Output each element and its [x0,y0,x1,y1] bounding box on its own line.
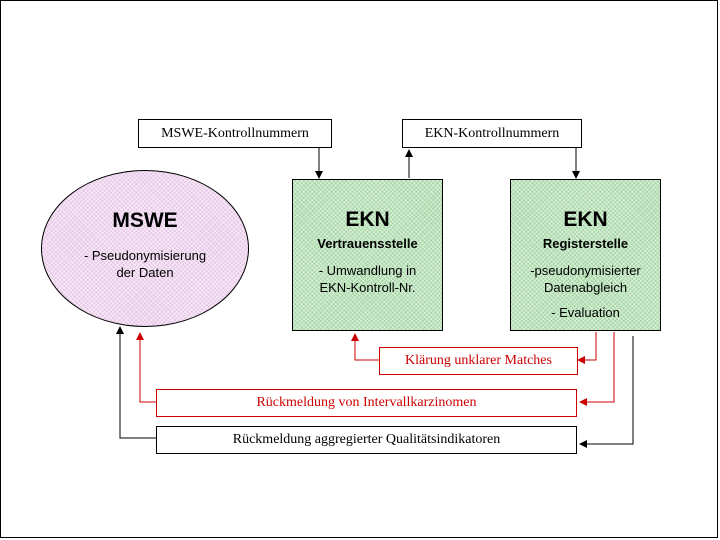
registerstelle-subtitle: Registerstelle [542,236,629,251]
vertrauensstelle-line-1: - Umwandlung in [318,263,417,278]
klaerung-box: Klärung unklarer Matches [379,347,578,375]
registerstelle-line-2: Datenabgleich [543,280,628,295]
arrow-intervallkarzinome [579,332,615,406]
ekn-kontrollnummern-box: EKN-Kontrollnummern [402,119,582,148]
klaerung-label: Klärung unklarer Matches [405,353,552,368]
mswe-kontrollnummern-label: MSWE-Kontrollnummern [161,125,309,141]
vertrauensstelle-subtitle: Vertrauensstelle [317,236,418,251]
arrow-intervallkarzinome-to-mswe [136,332,156,403]
ekn-registerstelle-node: EKN Registerstelle -pseudonymisierter Da… [510,179,661,331]
registerstelle-line-1: -pseudonymisierter [530,263,641,278]
registerstelle-line-3: - Evaluation [551,305,620,320]
registerstelle-title: EKN [563,208,608,231]
vertrauensstelle-line-2: EKN-Kontroll-Nr. [319,280,416,295]
qualitaetsindikatoren-label: Rückmeldung aggregierter Qualitätsindika… [232,432,501,447]
vertrauensstelle-title: EKN [345,208,390,231]
arrow-klaerung [577,332,597,364]
mswe-line-2: der Daten [116,265,174,280]
mswe-node: MSWE - Pseudonymisierung der Daten [41,170,249,327]
intervallkarzinome-label: Rückmeldung von Intervallkarzinomen [256,395,477,410]
ekn-kontrollnummern-label: EKN-Kontrollnummern [424,125,560,141]
intervallkarzinome-box: Rückmeldung von Intervallkarzinomen [156,389,577,417]
mswe-line-1: - Pseudonymisierung [83,248,207,263]
mswe-title: MSWE [112,209,178,232]
arrow-klaerung-to-vertrauensstelle [351,333,380,361]
qualitaetsindikatoren-box: Rückmeldung aggregierter Qualitätsindika… [156,426,577,454]
arrow-qualitaetsindikatoren-to-mswe [116,326,156,439]
arrow-qualitaetsindikatoren [579,336,634,448]
mswe-kontrollnummern-box: MSWE-Kontrollnummern [138,119,332,148]
ekn-vertrauensstelle-node: EKN Vertrauensstelle - Umwandlung in EKN… [292,179,443,331]
